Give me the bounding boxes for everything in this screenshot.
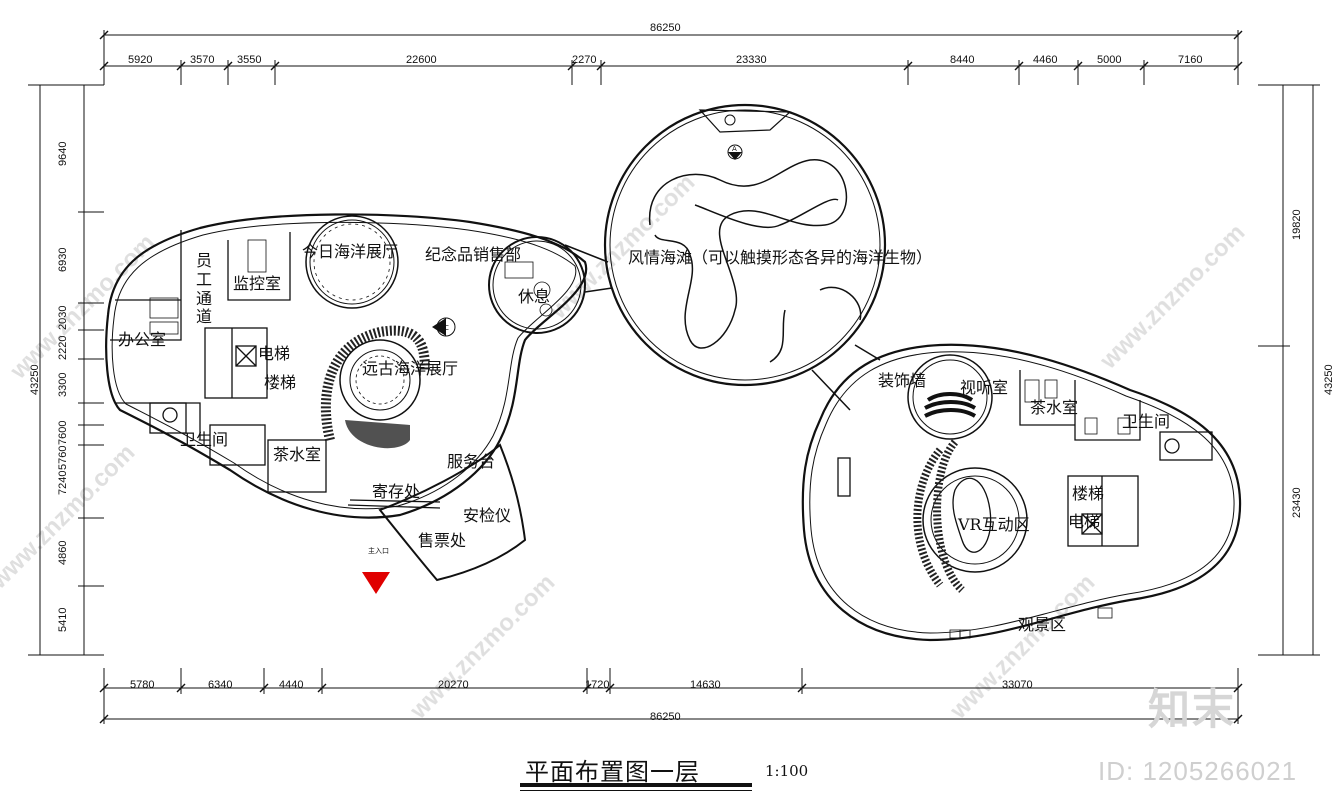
left-dim: 5760 — [57, 446, 69, 470]
watermark-text: www.znzmo.com — [0, 439, 140, 595]
right-interior — [837, 354, 1213, 593]
room-label-viewing-area: 观景区 — [1018, 615, 1066, 634]
room-label-service-desk: 服务台 — [447, 452, 495, 471]
top-dim: 22600 — [406, 54, 437, 66]
room-label-today-ocean-hall: 今日海洋展厅 — [302, 242, 398, 261]
entrance-area — [378, 443, 527, 582]
svg-text:道: 道 — [196, 307, 212, 326]
brand-logo: 知末 — [1148, 685, 1237, 734]
main-entrance-label: 主入口 — [368, 546, 389, 555]
main-entrance-marker — [362, 572, 390, 594]
top-dim: 23330 — [736, 54, 767, 66]
interior-partitions — [110, 230, 441, 509]
top-dim: 5920 — [128, 54, 152, 66]
left-dim: 9640 — [57, 142, 69, 166]
watermark-text: www.znzmo.com — [1094, 219, 1250, 375]
svg-text:通: 通 — [196, 289, 212, 308]
left-dim: 7600 — [57, 421, 69, 445]
svg-text:工: 工 — [196, 270, 212, 289]
room-label-monitor-room: 监控室 — [233, 274, 281, 293]
room-label-tea-room-left: 茶水室 — [273, 445, 321, 464]
room-label-av-room: 视听室 — [960, 378, 1008, 397]
bottom-dim: 4440 — [279, 679, 303, 691]
room-label-storage: 寄存处 — [372, 482, 420, 501]
room-label-souvenir-shop: 纪念品销售部 — [425, 245, 521, 264]
room-label-stairs-right: 楼梯 — [1072, 484, 1104, 503]
room-label-elevator-left: 电梯 — [258, 344, 290, 363]
title-underline-thin — [520, 790, 752, 791]
top-dim: 3570 — [190, 54, 214, 66]
left-dim: 2030 — [57, 306, 69, 330]
svg-text:A: A — [732, 145, 737, 153]
section-a-feature — [698, 109, 792, 133]
top-total-dim: 86250 — [650, 22, 681, 34]
bottom-dim: 33070 — [1002, 679, 1033, 691]
top-dim: 5000 — [1097, 54, 1121, 66]
section-marker-a: A — [727, 144, 743, 160]
title-underline — [520, 783, 752, 787]
watermark-text: www.znzmo.com — [4, 229, 160, 385]
right-dim: 23430 — [1291, 487, 1303, 518]
room-label-decor-wall: 装饰墙 — [878, 371, 926, 390]
svg-text:C: C — [444, 324, 449, 332]
room-label-vr-zone: VR互动区 — [957, 515, 1030, 534]
right-pavilion-wall — [801, 343, 1242, 642]
left-dim: 6930 — [57, 248, 69, 272]
left-pavilion-wall — [105, 213, 588, 519]
room-label-elevator-right: 电梯 — [1068, 512, 1100, 531]
watermark-text: www.znzmo.com — [404, 569, 560, 725]
room-label-restroom-right: 卫生间 — [1122, 412, 1170, 431]
left-total-dim: 43250 — [29, 364, 41, 395]
room-label-ancient-ocean-hall: 远古海洋展厅 — [362, 359, 458, 378]
right-total-dim: 43250 — [1323, 364, 1335, 395]
bottom-dim: 1720 — [585, 679, 609, 691]
dimension-lines — [28, 30, 1320, 724]
bottom-dim: 20270 — [438, 679, 469, 691]
left-dim: 7240 — [57, 471, 69, 495]
rest-area-circle — [488, 236, 586, 334]
furniture — [149, 239, 1131, 639]
watermark-text: www.znzmo.com — [944, 569, 1100, 725]
today-ocean-hall-circle — [305, 215, 399, 309]
bottom-dim: 14630 — [690, 679, 721, 691]
room-label-restroom-left: 卫生间 — [180, 430, 228, 449]
room-label-stairs-left: 楼梯 — [264, 373, 296, 392]
bottom-dim: 6340 — [208, 679, 232, 691]
left-dim: 4860 — [57, 541, 69, 565]
ancient-ocean-hall-circle — [320, 325, 430, 449]
top-dim: 4460 — [1033, 54, 1057, 66]
room-label-ticket-office: 售票处 — [418, 531, 466, 550]
bottom-total-dim: 86250 — [650, 711, 681, 723]
room-label-staff-passage: 员 工 通 道 — [196, 251, 212, 326]
left-dim: 2220 — [57, 336, 69, 360]
dimension-ticks — [99, 30, 1243, 724]
drawing-scale: 1:100 — [765, 762, 809, 780]
beach-circle — [603, 103, 887, 387]
svg-text:员: 员 — [196, 251, 212, 270]
right-dim: 19820 — [1291, 209, 1303, 240]
room-label-tea-room-right: 茶水室 — [1030, 398, 1078, 417]
drawing-title: 平面布置图一层 — [525, 758, 700, 786]
section-marker-c: C — [432, 317, 456, 337]
beach-path — [649, 159, 848, 349]
room-label-rest-area: 休息 — [518, 287, 550, 306]
left-dim: 3300 — [57, 373, 69, 397]
bottom-dim: 5780 — [130, 679, 154, 691]
left-dim: 5410 — [57, 608, 69, 632]
top-dim: 2270 — [572, 54, 596, 66]
top-dim: 7160 — [1178, 54, 1202, 66]
room-label-security-check: 安检仪 — [463, 506, 511, 525]
top-dim: 8440 — [950, 54, 974, 66]
building-outlines — [105, 103, 1242, 642]
id-text: ID: 1205266021 — [1098, 756, 1298, 786]
room-label-beach: 风情海滩（可以触摸形态各异的海洋生物） — [628, 248, 932, 267]
top-dim: 3550 — [237, 54, 261, 66]
room-label-office: 办公室 — [118, 330, 166, 349]
